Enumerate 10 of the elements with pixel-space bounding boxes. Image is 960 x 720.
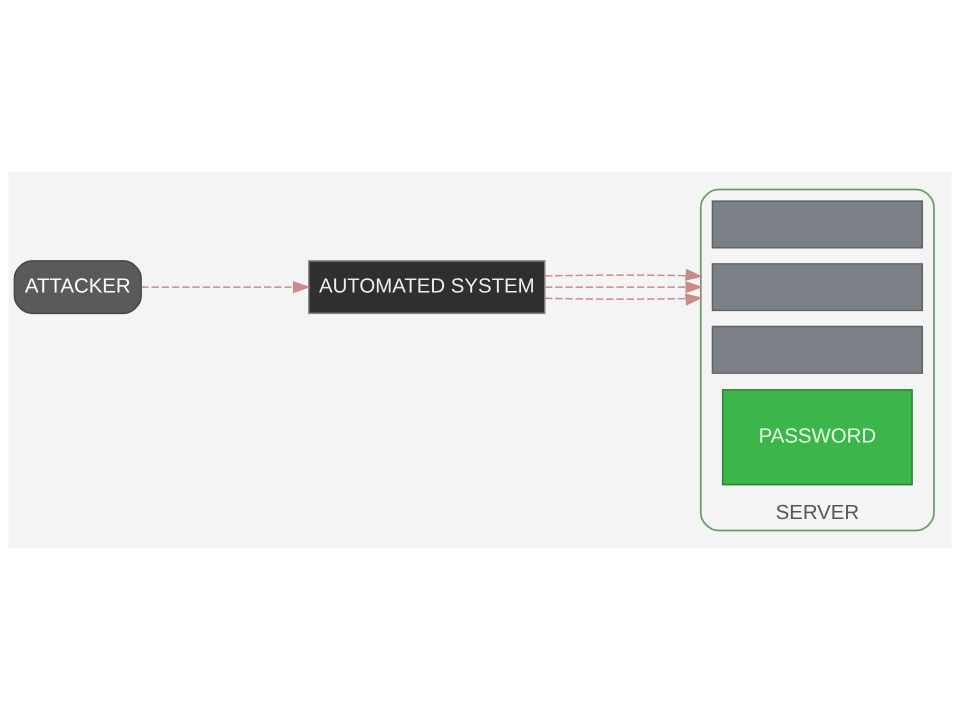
- arrow: [545, 268, 703, 281]
- node-box: PASSWORD: [722, 389, 913, 486]
- node-box: ATTACKER: [14, 260, 142, 314]
- node-box: [712, 200, 924, 249]
- node-box: AUTOMATED SYSTEM: [308, 260, 546, 314]
- node-box: [712, 263, 924, 312]
- arrow: [545, 293, 703, 306]
- node-box: [712, 326, 924, 374]
- arrow: [142, 281, 310, 294]
- arrow: [545, 281, 703, 294]
